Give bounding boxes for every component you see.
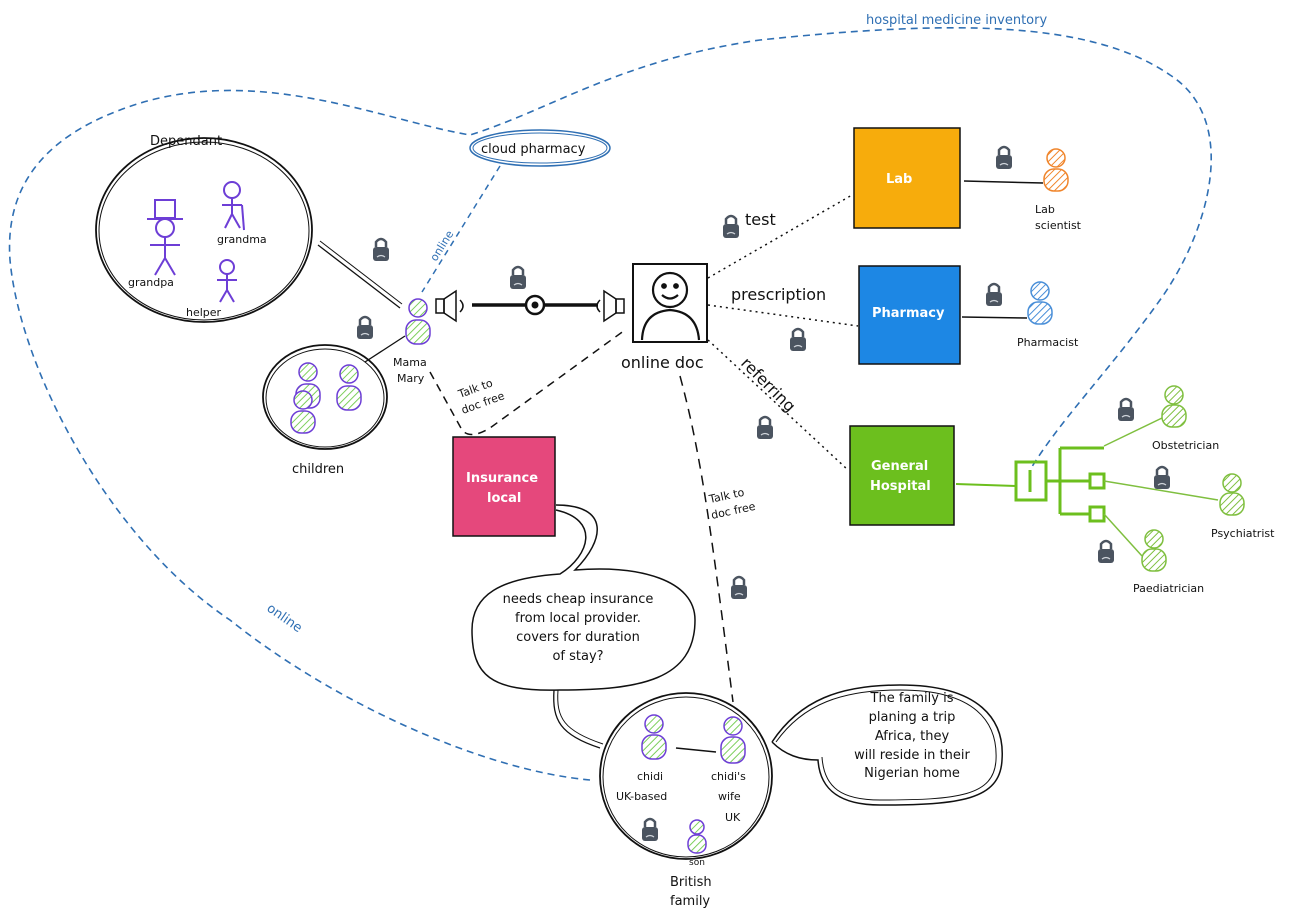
dependant-circle <box>95 137 313 323</box>
dependant-to-mary-link <box>317 244 401 309</box>
children-label: children <box>292 462 344 477</box>
obstetrician-label: Obstetrician <box>1152 439 1219 452</box>
grandpa-label: grandpa <box>128 276 174 289</box>
insurance-note-bubble <box>471 504 696 691</box>
mary-label: Mary <box>397 372 425 385</box>
couple-link <box>675 747 717 753</box>
lab-scientist-label-2: scientist <box>1035 219 1082 232</box>
hospital-label-2: Hospital <box>870 479 931 494</box>
children-to-mary-link <box>364 335 406 363</box>
obstetrician-person <box>1161 385 1187 428</box>
insurance-box[interactable] <box>452 436 556 537</box>
child-person <box>336 364 362 411</box>
online-doc-box[interactable] <box>632 263 708 343</box>
lock-icon <box>1116 397 1136 423</box>
paediatrician-person <box>1141 529 1167 572</box>
insurance-label-2: local <box>487 491 521 506</box>
paediatrician-label: Paediatrician <box>1133 582 1204 595</box>
lock-icon <box>640 817 660 843</box>
doc-to-pharmacy-link <box>707 304 859 327</box>
british-family-circle <box>599 692 773 860</box>
wife-label-2: wife <box>718 790 741 803</box>
insurance-label-1: Insurance <box>466 471 538 486</box>
test-label: test <box>745 210 776 229</box>
chidi-person <box>641 714 667 760</box>
lock-icon <box>1096 539 1116 565</box>
child-person <box>290 390 316 434</box>
cloud-pharmacy-ellipse[interactable] <box>469 129 611 167</box>
lock-icon <box>729 575 749 601</box>
lab-label: Lab <box>886 172 912 187</box>
general-hospital-box[interactable] <box>849 425 955 526</box>
grandpa-figure <box>147 199 183 276</box>
hospital-to-tree-link <box>955 483 1017 487</box>
wife-person <box>720 716 746 764</box>
grandma-figure <box>222 181 245 231</box>
speaker-icon <box>435 289 464 323</box>
online-left-label: online <box>264 601 305 636</box>
pharmacy-label: Pharmacy <box>872 306 945 321</box>
son-person <box>687 819 707 854</box>
family-note-text: The family is planing a trip Africa, the… <box>854 691 970 782</box>
doc-to-hospital-link <box>707 339 849 471</box>
wife-label-3: UK <box>725 811 741 824</box>
cloud-to-mary-link <box>421 165 501 293</box>
talk-free-link-mary <box>429 329 626 436</box>
helper-label: helper <box>186 306 222 319</box>
doc-to-lab-link <box>707 194 853 279</box>
mama-label: Mama <box>393 356 427 369</box>
dependant-label: Dependant <box>150 134 222 149</box>
mama-mary-person[interactable] <box>405 298 431 345</box>
lock-icon <box>721 214 741 240</box>
lock-icon <box>1152 465 1172 491</box>
grandma-label: grandma <box>217 233 267 246</box>
lock-icon <box>371 237 391 263</box>
pharmacist-label: Pharmacist <box>1017 336 1079 349</box>
lock-icon <box>984 282 1004 308</box>
referring-label: referring <box>737 353 799 415</box>
pharmacy-box[interactable] <box>858 265 961 365</box>
lock-icon <box>788 327 808 353</box>
lab-to-scientist-link <box>963 180 1044 184</box>
insurance-note-text: needs cheap insurance from local provide… <box>502 592 654 664</box>
lock-icon <box>355 315 375 341</box>
tree-structure-icon <box>1014 446 1106 523</box>
lock-icon <box>994 145 1014 171</box>
british-label-2: family <box>670 894 710 909</box>
lab-scientist-label-1: Lab <box>1035 203 1055 216</box>
family-note-bubble <box>771 684 1003 806</box>
son-label: son <box>689 858 705 868</box>
lock-icon <box>508 265 528 291</box>
inventory-label: hospital medicine inventory <box>866 13 1047 28</box>
pharmacy-to-pharmacist-link <box>961 316 1028 319</box>
lab-box[interactable] <box>853 127 961 229</box>
wife-label-1: chidi's <box>711 770 746 783</box>
lock-icon <box>755 415 775 441</box>
speaker-icon <box>596 289 625 323</box>
prescription-label: prescription <box>731 285 826 304</box>
british-label-1: British <box>670 875 712 890</box>
hospital-label-1: General <box>871 459 928 474</box>
smiley-icon <box>640 271 701 341</box>
children-circle <box>262 344 388 450</box>
pharmacist-person <box>1027 281 1053 325</box>
chidi-label-1: chidi <box>637 770 663 783</box>
online-doc-label: online doc <box>621 353 704 372</box>
inventory-loop <box>8 26 1212 781</box>
helper-figure <box>217 259 237 303</box>
psychiatrist-person <box>1219 473 1245 516</box>
chidi-label-2: UK-based <box>616 790 667 803</box>
lab-scientist-person <box>1043 148 1069 192</box>
psychiatrist-label: Psychiatrist <box>1211 527 1275 540</box>
cloud-pharmacy-label: cloud pharmacy <box>481 142 586 157</box>
talk-free-link-doc <box>679 375 734 703</box>
online-top-label: online <box>428 228 457 264</box>
